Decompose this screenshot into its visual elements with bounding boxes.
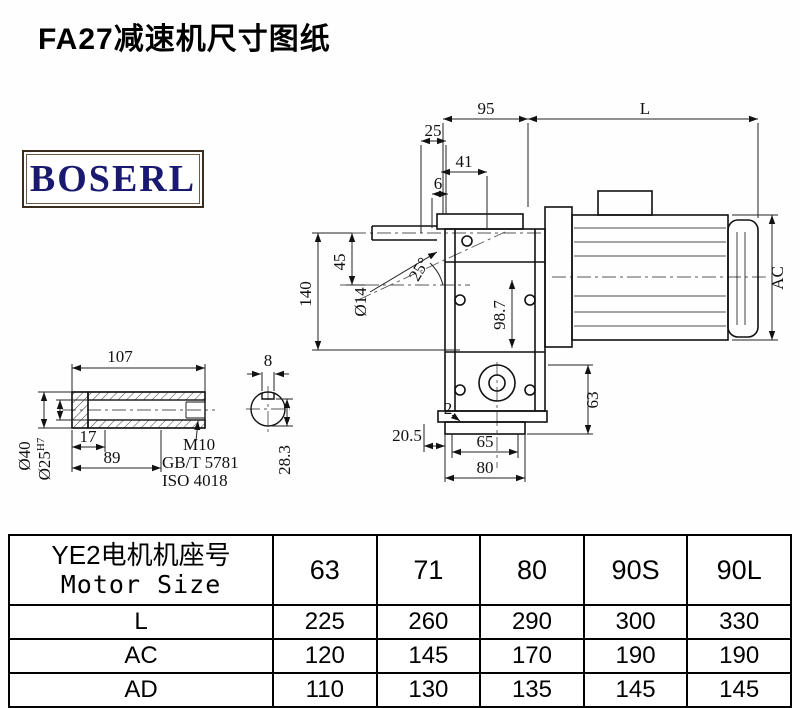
table-header-motor-size: YE2电机机座号 Motor Size	[8, 534, 274, 606]
dim-6-label: 6	[434, 174, 443, 193]
motor-outline	[544, 190, 759, 348]
page-title: FA27减速机尺寸图纸	[38, 23, 331, 56]
table-cell: 190	[686, 638, 792, 674]
table-header-row: YE2电机机座号 Motor Size 63 71 80 90S 90L	[8, 534, 792, 606]
table-cell: 120	[272, 638, 378, 674]
table-header-size-90s: 90S	[582, 534, 689, 606]
dimension-lines	[38, 115, 778, 482]
centerlines	[62, 231, 770, 468]
dim-dia40-label: Ø40	[15, 441, 34, 470]
motor-cooling-fins	[574, 227, 726, 327]
table-header-size-90l: 90L	[686, 534, 792, 606]
table-header-size-63: 63	[272, 534, 378, 606]
table-cell: 145	[375, 638, 482, 674]
boserl-logo-text: BOSERL	[29, 158, 197, 200]
dim-140-label: 140	[296, 281, 315, 307]
boserl-logo: BOSERL	[22, 150, 204, 208]
table-cell: 145	[582, 672, 689, 708]
table-cell: 130	[375, 672, 482, 708]
table-cell: 300	[582, 604, 689, 640]
dimension-labels: 95 L 25 41 6 45 140 Ø14 25° 98.7 AC 63 2…	[15, 99, 787, 490]
table-row-AD: AD 110 130 135 145 145	[8, 672, 792, 708]
gearbox-dimension-drawing: 95 L 25 41 6 45 140 Ø14 25° 98.7 AC 63 2…	[15, 99, 787, 490]
dim-95-label: 95	[478, 99, 495, 118]
dim-80-label: 80	[477, 458, 494, 477]
table-row-L: L 225 260 290 300 330	[8, 604, 792, 640]
table-cell: 110	[272, 672, 378, 708]
dim-dia14-label: Ø14	[351, 287, 370, 317]
gearbox-outline	[371, 213, 548, 435]
dim-angle-25-label: 25°	[405, 254, 433, 284]
dim-63-label: 63	[583, 392, 602, 409]
boserl-logo-frame: BOSERL	[26, 154, 200, 204]
table-cell: 260	[375, 604, 482, 640]
table-header-size-80: 80	[479, 534, 585, 606]
dim-8-label: 8	[264, 351, 273, 370]
dim-AC-label: AC	[768, 266, 787, 290]
table-cell: 290	[479, 604, 585, 640]
table-cell: 135	[479, 672, 585, 708]
table-cell: 170	[479, 638, 585, 674]
table-cell: 225	[272, 604, 378, 640]
table-header-size-71: 71	[375, 534, 482, 606]
shaft-detail-outline	[71, 391, 206, 429]
table-row-AC: AC 120 145 170 190 190	[8, 638, 792, 674]
row-label-AD: AD	[8, 672, 274, 708]
note-iso-4018-label: ISO 4018	[162, 471, 228, 490]
table-cell: 190	[582, 638, 689, 674]
motor-size-label-en: Motor Size	[60, 569, 222, 599]
note-gbt-5781-label: GB/T 5781	[162, 453, 239, 472]
dim-L-label: L	[640, 99, 650, 118]
dim-89-label: 89	[104, 448, 121, 467]
table-cell: 145	[686, 672, 792, 708]
note-m10-label: M10	[183, 435, 215, 454]
dim-45-label: 45	[330, 254, 349, 271]
dim-dia25h7-label: Ø25H7	[35, 437, 54, 480]
motor-size-table: YE2电机机座号 Motor Size 63 71 80 90S 90L L 2…	[8, 534, 792, 708]
dim-25-label: 25	[425, 121, 442, 140]
table-cell: 330	[686, 604, 792, 640]
dim-98-7-label: 98.7	[490, 300, 509, 330]
row-label-AC: AC	[8, 638, 274, 674]
row-label-L: L	[8, 604, 274, 640]
dim-65-label: 65	[477, 432, 494, 451]
dim-2-label: 2	[444, 399, 453, 418]
dim-107-label: 107	[107, 347, 133, 366]
dim-17-label: 17	[80, 427, 98, 446]
dim-41-label: 41	[456, 152, 473, 171]
dim-20-5-label: 20.5	[392, 426, 422, 445]
dim-28-3-label: 28.3	[275, 445, 294, 475]
motor-size-label-cn: YE2电机机座号	[51, 539, 231, 570]
